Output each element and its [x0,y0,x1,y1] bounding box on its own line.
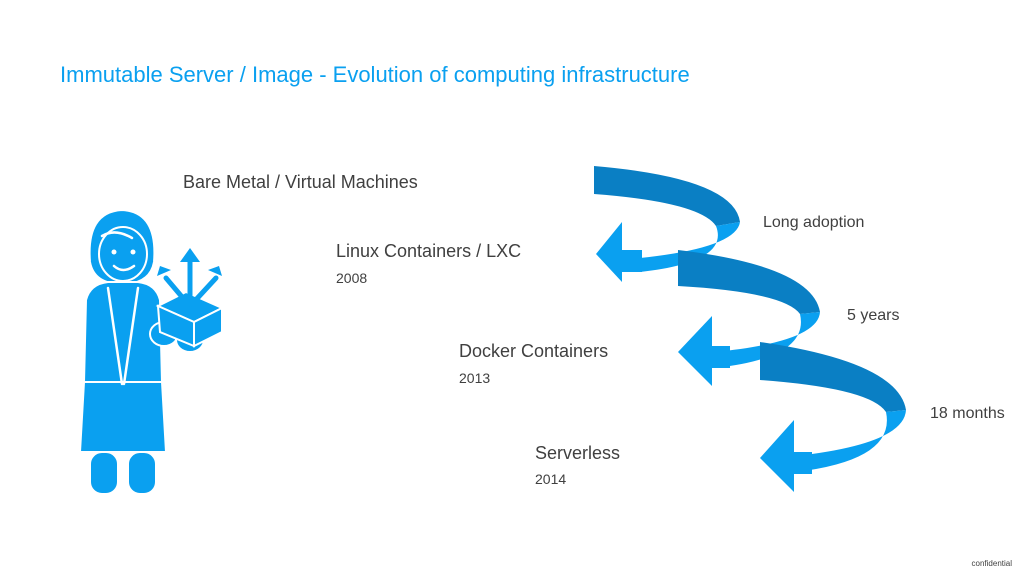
transition-label-5-years: 5 years [847,307,900,324]
stage-label-docker: Docker Containers [459,341,609,361]
transition-label-18-months: 18 months [930,405,1005,422]
transition-label-long-adoption: Long adoption [763,214,865,231]
slide-title: Immutable Server / Image - Evolution of … [60,62,690,87]
curved-arrow-2 [678,250,820,386]
stage-label-lxc: Linux Containers / LXC [336,241,522,261]
stage-label-bare-metal: Bare Metal / Virtual Machines [183,172,418,192]
stage-year-docker: 2013 [459,370,491,386]
stage-year-serverless: 2014 [535,471,567,487]
curved-arrow-1 [594,166,740,282]
stage-year-lxc: 2008 [336,270,368,286]
footer-confidential: confidential [971,559,1012,568]
stage-label-serverless: Serverless [535,443,621,463]
curved-arrow-3 [760,342,906,492]
